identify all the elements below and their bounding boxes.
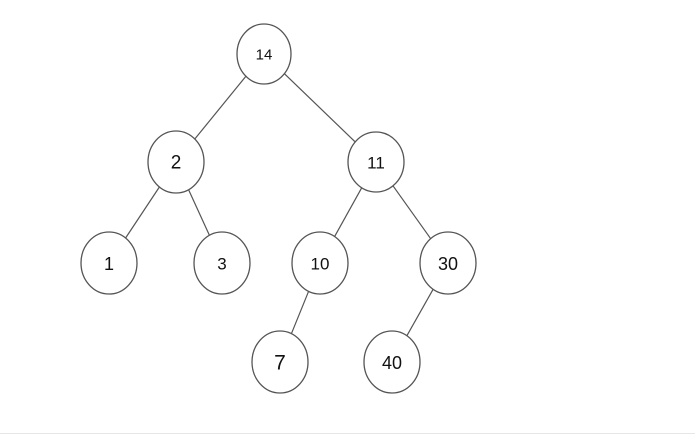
node-circle — [193, 231, 251, 295]
node-label: 10 — [311, 255, 330, 274]
edge-14-2 — [194, 75, 247, 140]
node-circle — [419, 231, 477, 295]
edge-11-30 — [392, 185, 432, 240]
node-label: 3 — [217, 255, 226, 274]
node-circle — [347, 131, 405, 193]
node-circle — [80, 231, 138, 295]
tree-node-7: 7 — [251, 330, 309, 394]
tree-node-2: 2 — [147, 130, 205, 194]
edge-14-11 — [283, 73, 356, 143]
node-label: 2 — [171, 153, 182, 174]
node-label: 40 — [382, 353, 402, 373]
tree-node-14: 14 — [236, 23, 292, 85]
edge-2-1 — [125, 186, 160, 239]
tree-node-3: 3 — [193, 231, 251, 295]
edge-2-3 — [188, 189, 210, 236]
edge-30-40 — [406, 289, 434, 336]
node-label: 30 — [438, 254, 458, 274]
tree-edges — [125, 73, 434, 336]
node-circle — [363, 330, 421, 394]
tree-node-30: 30 — [419, 231, 477, 295]
node-circle — [147, 130, 205, 194]
node-circle — [291, 231, 349, 295]
edge-11-10 — [334, 187, 363, 237]
node-label: 7 — [274, 352, 286, 375]
node-label: 1 — [104, 254, 114, 274]
node-label: 14 — [256, 47, 273, 64]
tree-node-11: 11 — [347, 131, 405, 193]
node-label: 11 — [367, 154, 385, 173]
tree-node-10: 10 — [291, 231, 349, 295]
node-circle — [236, 23, 292, 85]
tree-node-40: 40 — [363, 330, 421, 394]
node-circle — [251, 330, 309, 394]
tree-node-1: 1 — [80, 231, 138, 295]
edge-10-7 — [290, 291, 310, 334]
